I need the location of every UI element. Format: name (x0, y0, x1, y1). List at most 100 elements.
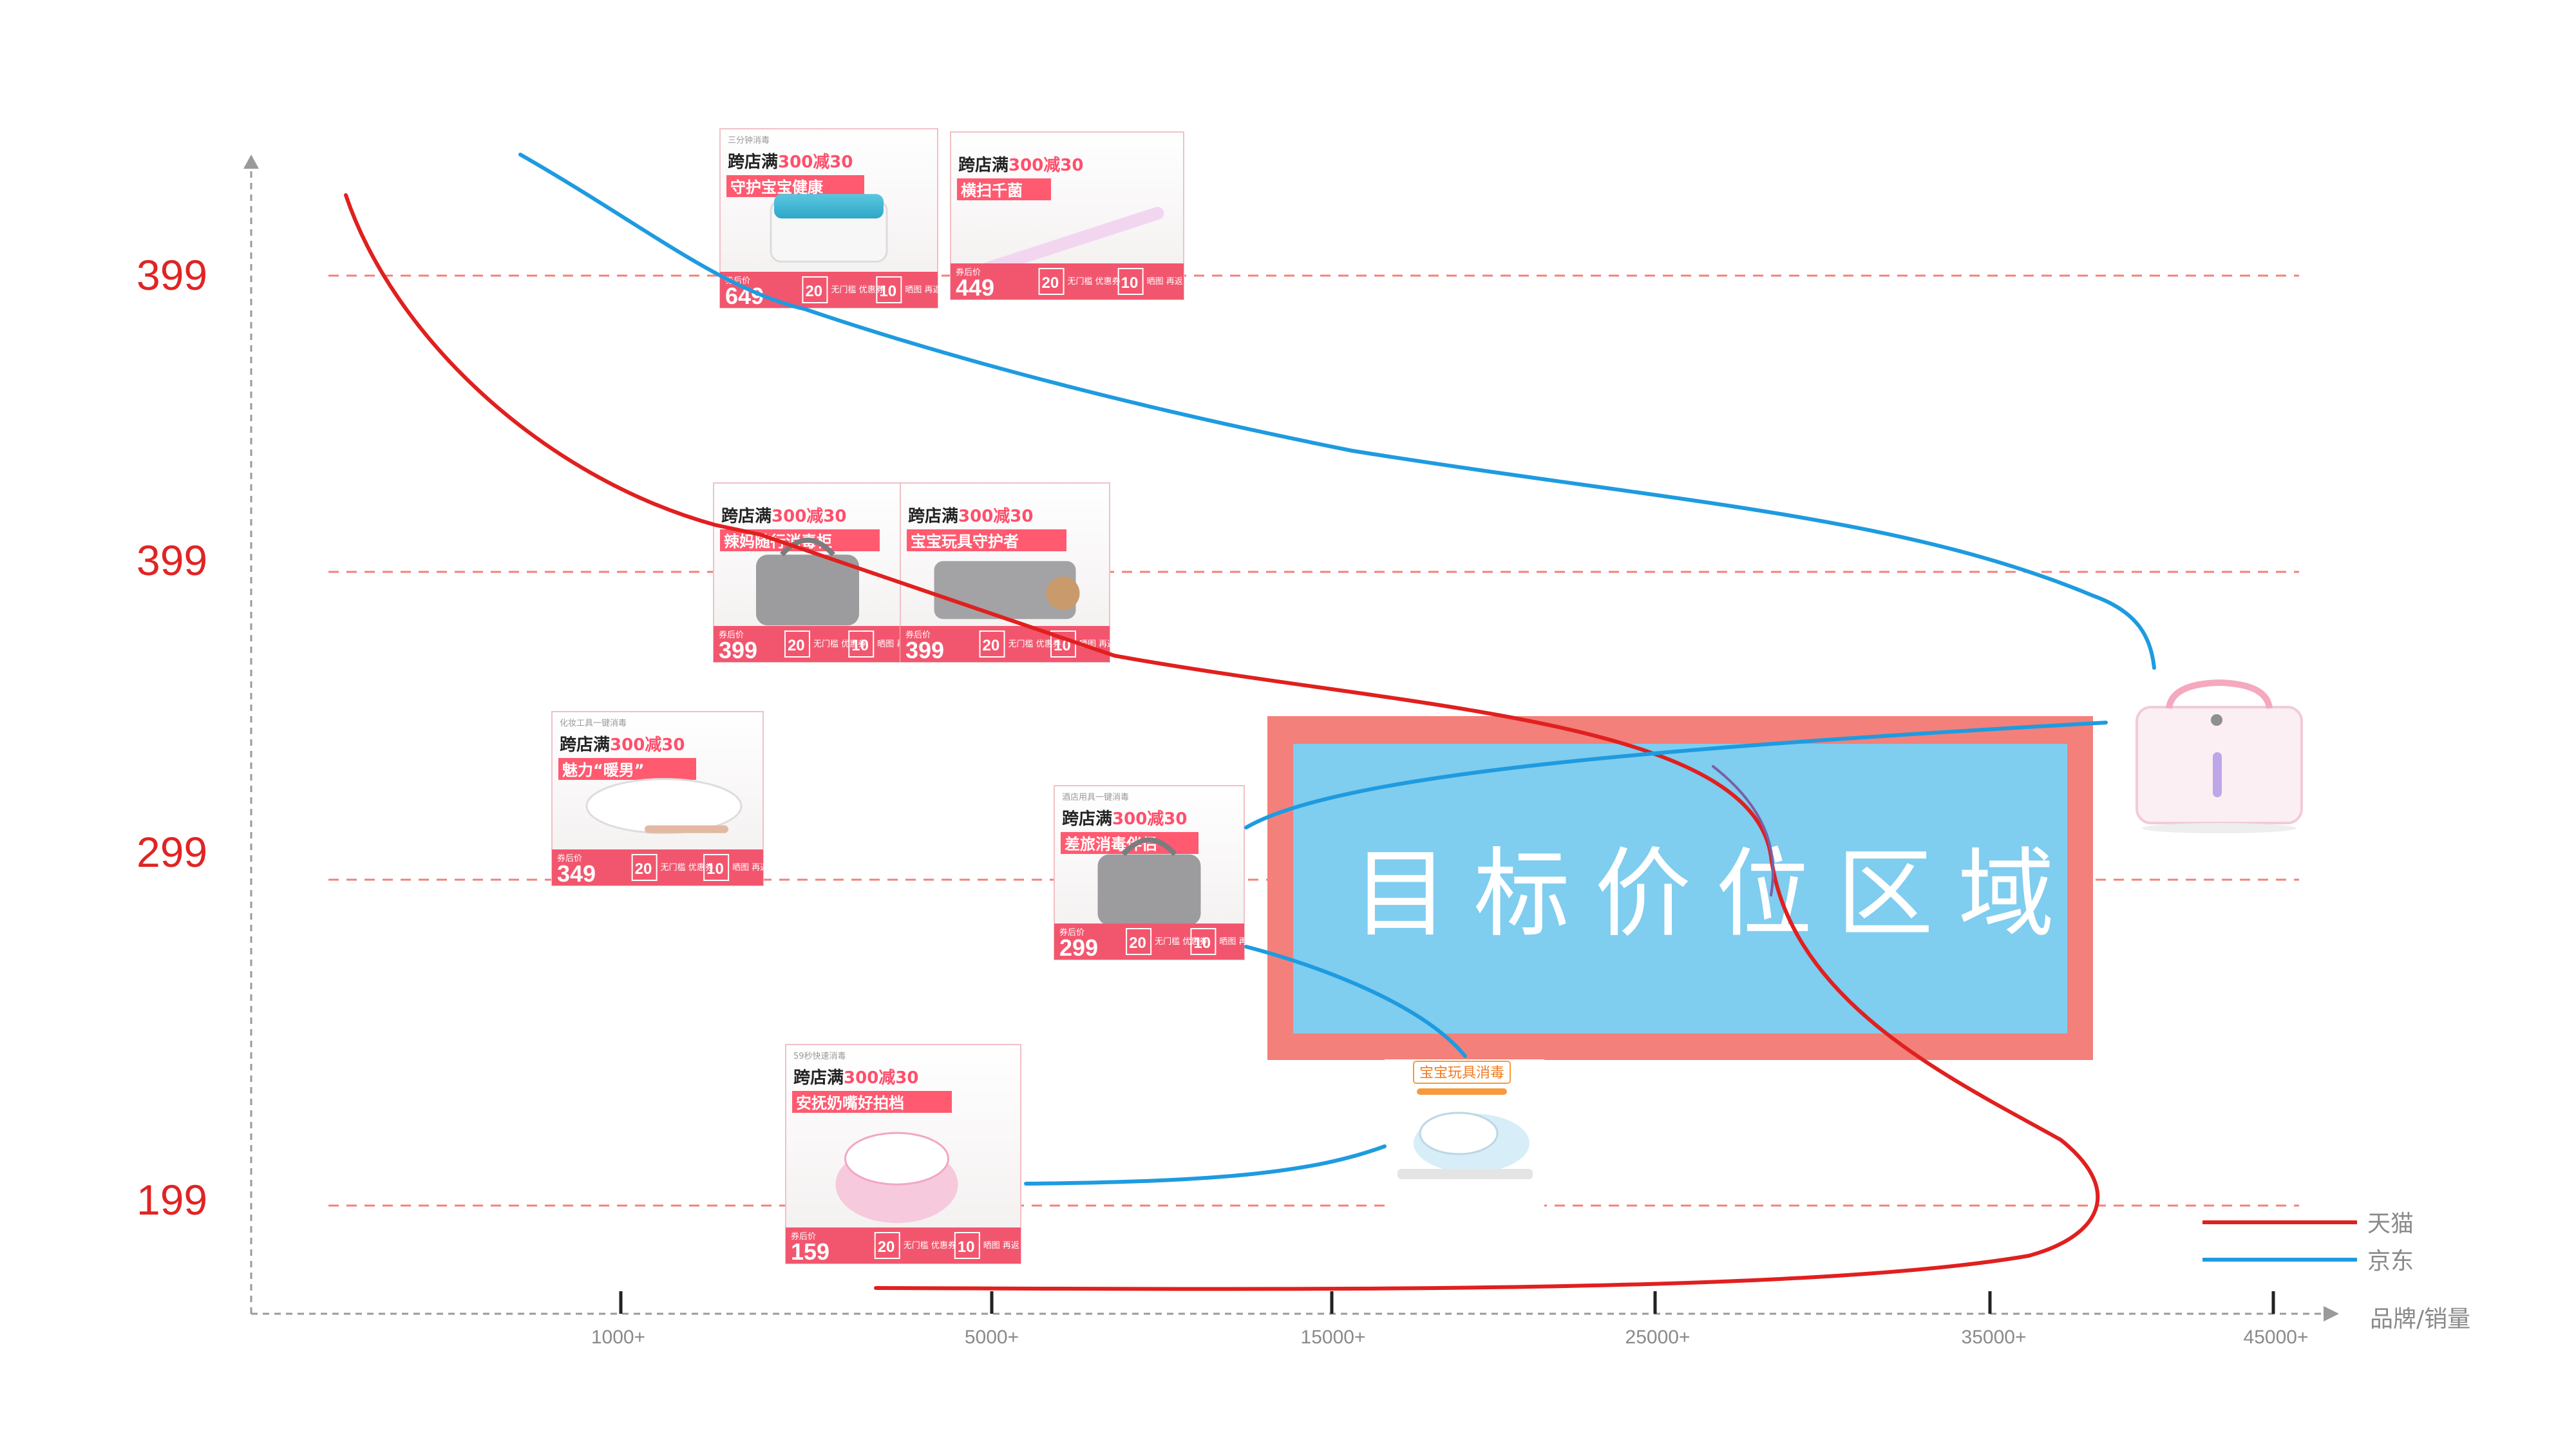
product-card-top-tag: 三分钟消毒 (728, 135, 770, 146)
product-card-coupon-text: 无门槛 优惠券 (904, 1240, 956, 1251)
bag-logo (2211, 714, 2222, 726)
product-card-coupon-box (1117, 268, 1144, 295)
product-card-price: 399 (719, 637, 757, 663)
product-card-title-text: 跨店满 (958, 156, 1009, 175)
product-card-title-highlight: 300减30 (1112, 810, 1187, 829)
axes (243, 155, 2339, 1321)
product-card-top-tag: 化妆工具一键消毒 (560, 719, 627, 728)
y-tick-label: 399 (137, 536, 207, 584)
product-card-coupon-box (703, 854, 730, 881)
product-image-lid (774, 194, 884, 219)
series-lines (344, 153, 2156, 1291)
product-card-title-text: 跨店满 (728, 153, 778, 172)
product-card-coupon-value: 10 (1121, 274, 1139, 292)
product-card-coupon-text: 无门槛 优惠券 (1009, 639, 1061, 649)
product-card-title: 跨店满300减30 (958, 156, 1083, 175)
product-card-price: 299 (1059, 934, 1098, 961)
product-card-coupon-text: 无门槛 优惠券 (831, 285, 884, 295)
product-card-title-highlight: 300减30 (958, 507, 1033, 526)
product-card-coupon-box (784, 630, 810, 658)
product-card-coupon-value: 10 (1193, 934, 1211, 952)
product-card-coupon-value: 20 (878, 1238, 895, 1256)
badge-product-device-top (1419, 1112, 1499, 1155)
product-card-price-strip (951, 263, 1184, 299)
product-card-price-label: 券后价 (557, 853, 582, 864)
product-card-subtitle: 差旅消毒伴侣 (1065, 835, 1157, 853)
product-image (756, 554, 859, 626)
product-card-top-tag: 59秒快速消毒 (793, 1052, 846, 1061)
x-tick-label: 45000+ (2244, 1327, 2309, 1348)
product-card-title: 跨店满300减30 (560, 735, 685, 755)
product-card-coupon-box (1190, 928, 1217, 955)
target-zone-label: 目标价位区域 (1352, 838, 2079, 951)
product-card-title-highlight: 300减30 (844, 1068, 918, 1088)
product-card-coupon-text: 晒图 再返 (732, 863, 768, 873)
product-card-coupon-box (876, 276, 902, 303)
x-tick-label: 1000+ (591, 1327, 645, 1348)
badge-product: 宝宝玩具消毒 (1385, 1059, 1544, 1208)
product-card-subtitle-bg (957, 178, 1051, 200)
product-card-coupon-value: 10 (706, 860, 724, 878)
product-card-subtitle: 宝宝玩具守护者 (911, 533, 1019, 551)
product-card-title: 跨店满300减30 (728, 153, 853, 172)
badge-product-stripe (1417, 1088, 1507, 1095)
product-card-title-text: 跨店满 (560, 735, 610, 755)
product-card-coupon-value: 10 (851, 637, 869, 654)
product-card-subtitle: 守护宝宝健康 (730, 178, 824, 196)
badge-product-tag (1413, 1061, 1511, 1084)
product-card-title-highlight: 300减30 (610, 735, 685, 755)
product-card-coupon-text: 晒图 再返 (905, 285, 941, 295)
product-image-brush (645, 825, 728, 833)
product-card-coupon-box (1126, 928, 1152, 955)
product-card-title-text: 跨店满 (908, 507, 958, 526)
product-card-coupon-value: 10 (958, 1238, 975, 1256)
legend: 天猫 京东 (2202, 1211, 2414, 1274)
product-card-coupon-box (802, 276, 828, 303)
product-image (585, 778, 743, 835)
product-card-subtitle-bg (558, 758, 696, 780)
product-card-title: 跨店满300减30 (1062, 810, 1187, 829)
product-card-price: 449 (956, 274, 994, 301)
product-card-coupon-text: 无门槛 优惠券 (813, 639, 866, 649)
product-card-coupon-text: 无门槛 优惠券 (661, 862, 714, 873)
product-card-price: 159 (791, 1238, 829, 1265)
product-image-handle (1121, 837, 1177, 857)
product-card-price: 399 (905, 637, 944, 663)
y-tick-label: 199 (137, 1176, 207, 1224)
product-card-title: 跨店满300减30 (908, 507, 1033, 526)
product-card-title: 跨店满300减30 (721, 507, 846, 526)
product-card-price-label: 券后价 (791, 1231, 816, 1242)
product-card-price-strip (786, 1227, 1021, 1264)
product-card-subtitle-bg (792, 1091, 952, 1113)
product-card-coupon-text: 晒图 再返 (983, 1241, 1019, 1251)
x-ticks (619, 1291, 2275, 1314)
product-card-coupon-box (979, 630, 1005, 658)
y-axis-arrow (243, 155, 259, 169)
bag-product-image (2136, 679, 2303, 833)
series-line-tmall-overlap (1712, 765, 1775, 896)
product-card-price-label: 券后价 (956, 267, 981, 278)
product-card-coupon-box (954, 1232, 980, 1259)
product-card-coupon-value: 10 (879, 283, 896, 300)
product-card-coupon-text: 无门槛 优惠券 (1155, 936, 1208, 947)
product-card-coupon-box (631, 854, 658, 881)
product-card-coupon-value: 20 (1129, 934, 1146, 952)
product-card-coupon-box (1038, 268, 1065, 295)
x-tick-label: 5000+ (965, 1327, 1019, 1348)
x-tick-labels: 1000+ 5000+ 15000+ 25000+ 35000+ 45000+ (591, 1327, 2309, 1348)
product-card-subtitle-bg (726, 175, 864, 197)
badge-product-label: 宝宝玩具消毒 (1419, 1065, 1504, 1081)
product-card-title-highlight: 300减30 (778, 153, 853, 172)
x-axis-arrow (2324, 1306, 2339, 1321)
product-card-price: 349 (557, 860, 596, 887)
product-card-title-highlight: 300减30 (772, 507, 846, 526)
target-zone-fill (1293, 744, 2067, 1034)
product-card-subtitle: 横扫千菌 (961, 182, 1023, 200)
